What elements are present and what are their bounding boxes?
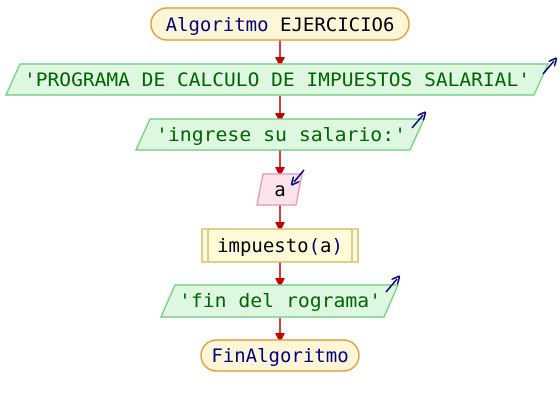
output-node-2-shape bbox=[134, 118, 426, 151]
start-node-shape bbox=[150, 7, 410, 41]
output-node-1[interactable]: 'PROGRAMA DE CALCULO DE IMPUESTOS SALARI… bbox=[4, 61, 554, 96]
input-arrow-icon bbox=[294, 169, 305, 182]
subprocess-close-paren: ) bbox=[331, 235, 342, 257]
end-node[interactable]: FinAlgoritmo bbox=[200, 339, 360, 372]
subprocess-open-paren: ( bbox=[309, 235, 320, 257]
output-arrow-icon bbox=[542, 61, 554, 75]
start-algorithm-name: EJERCICIO6 bbox=[280, 14, 394, 36]
output-node-1-text: 'PROGRAMA DE CALCULO DE IMPUESTOS SALARI… bbox=[24, 69, 530, 91]
end-node-label: FinAlgoritmo bbox=[211, 345, 348, 367]
subprocess-name: impuesto bbox=[217, 235, 309, 257]
start-node[interactable]: Algoritmo EJERCICIO6 bbox=[150, 7, 410, 41]
output-node-2[interactable]: 'ingrese su salario:' bbox=[134, 115, 426, 151]
output-node-1-shape bbox=[4, 63, 550, 96]
subprocess-call-node[interactable]: impuesto(a) bbox=[201, 228, 359, 263]
start-node-label: Algoritmo EJERCICIO6 bbox=[166, 14, 395, 36]
start-separator bbox=[269, 14, 280, 36]
output-node-3-text: 'fin del rograma' bbox=[179, 290, 381, 312]
input-node-variable: a bbox=[274, 179, 285, 201]
output-arrow-icon bbox=[411, 115, 423, 129]
output-node-3[interactable]: 'fin del rograma' bbox=[159, 279, 400, 318]
subprocess-argument: a bbox=[320, 235, 331, 257]
subprocess-call-shape bbox=[201, 228, 359, 263]
output-node-2-text: 'ingrese su salario:' bbox=[156, 124, 406, 146]
subprocess-call-label: impuesto(a) bbox=[217, 235, 343, 257]
start-keyword: Algoritmo bbox=[166, 14, 269, 36]
end-node-shape bbox=[200, 339, 360, 372]
output-node-3-shape bbox=[159, 284, 400, 318]
output-arrow-icon bbox=[385, 279, 397, 293]
input-node[interactable]: a bbox=[256, 169, 305, 206]
